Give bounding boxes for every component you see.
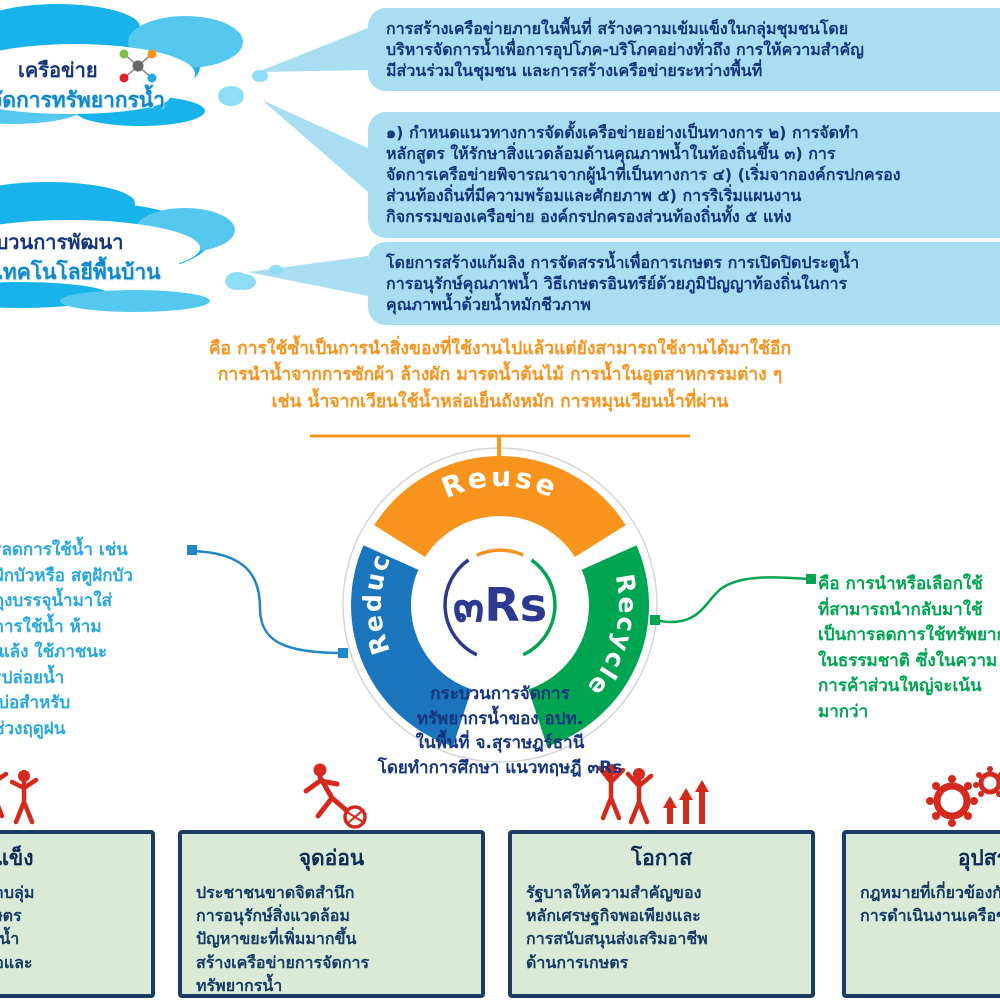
cloud1-title: เครือข่าย [18, 58, 98, 82]
reduce-definition-text: คือ การลดการใช้น้ำ เช่น การใช้ฝักบัวหรือ… [0, 540, 133, 739]
reuse-definition-text: คือ การใช้ซ้ำเป็นการนำสิ่งของที่ใช้งานไป… [208, 339, 792, 412]
swot-title-weakness: จุดอ่อน [298, 846, 365, 870]
roundel-arc-green [522, 558, 557, 657]
beak-to-box3 [248, 256, 368, 296]
center-3rs-label: ๓Rs [453, 578, 547, 632]
three-rs-donut: Reuse Reduce Recycle ๓Rs [342, 447, 658, 763]
cloud-blob [0, 182, 135, 224]
recycle-connector-node [806, 574, 816, 584]
cloud-blob [60, 290, 210, 312]
swot-box-opportunity: โอกาส รัฐบาลให้ความสำคัญของ หลักเศรษฐกิจ… [508, 830, 815, 998]
beak-to-box2 [262, 100, 368, 192]
people-growth-arrows-icon [597, 764, 709, 825]
swot-body-opportunity: รัฐบาลให้ความสำคัญของ หลักเศรษฐกิจพอเพีย… [526, 883, 708, 972]
swot-body-threat: กฎหมายที่เกี่ยวข้องกับ การดำเนินงานเครือ… [860, 883, 1000, 926]
segment-reduce [349, 542, 475, 749]
beak-to-box1 [258, 28, 368, 72]
reduce-connector-line [192, 549, 344, 655]
callout-network-steps: ๑) กำหนดแนวทางการจัดตั้งเครือข่ายอย่างเป… [368, 112, 1000, 238]
swot-body-weakness: ประชาชนขาดจิตสำนึก การอนุรักษ์สิ่งแวดล้อ… [196, 883, 370, 995]
bubble [225, 272, 249, 290]
callout-technology: โดยการสร้างแก้มลิง การจัดสรรน้ำเพื่อการเ… [368, 242, 1000, 326]
recycle-connector-line [654, 576, 811, 624]
segment-reuse [371, 454, 629, 560]
recycle-definition-text: คือ การนำหรือเลือกใช้ ที่สามารถนำกลับมาใ… [818, 574, 1000, 722]
cloud2-subtitle: ภูมิเทคโนโลยีพื้นบ้าน [0, 260, 161, 284]
crowd-icon [0, 770, 39, 825]
cloud-inner [0, 80, 170, 114]
roundel-arc-orange [476, 548, 524, 557]
cloud-blob [0, 4, 140, 50]
swot-box-threat: อุปสรรค กฎหมายที่เกี่ยวข้องกับ การดำเนิน… [842, 830, 1000, 998]
running-ball-icon [303, 763, 367, 829]
bubble [269, 265, 283, 275]
virus-icon [926, 766, 1000, 827]
swot-title-threat: อุปสรรค [957, 846, 1000, 870]
cloud2-title: กระบวนการพัฒนา [0, 230, 124, 254]
swot-box-strength: จุดแข็ง พื้นที่ส่วนใหญ่เป็นราบลุ่ม เหมาะ… [0, 830, 155, 1000]
callout-network-summary: การสร้างเครือข่ายภายในพื้นที่ สร้างความเ… [368, 8, 1000, 92]
bubble [252, 70, 268, 82]
cloud1-subtitle: จัดการทรัพยากรน้ำ [0, 88, 165, 112]
swot-title-strength: จุดแข็ง [0, 846, 34, 870]
roundel-arc-blue [443, 558, 478, 657]
swot-body-strength: พื้นที่ส่วนใหญ่เป็นราบลุ่ม เหมาะแก่การทำ… [0, 883, 35, 1000]
swot-box-weakness: จุดอ่อน ประชาชนขาดจิตสำนึก การอนุรักษ์สิ… [178, 830, 485, 998]
swot-title-opportunity: โอกาส [630, 846, 693, 870]
donut-caption: กระบวนการจัดการ ทรัพยากรน้ำของ อปท. ในพื… [377, 684, 623, 778]
segment-recycle [525, 542, 651, 749]
network-people-icon [119, 49, 157, 83]
cloud-inner [0, 252, 185, 286]
bubble [218, 86, 244, 106]
